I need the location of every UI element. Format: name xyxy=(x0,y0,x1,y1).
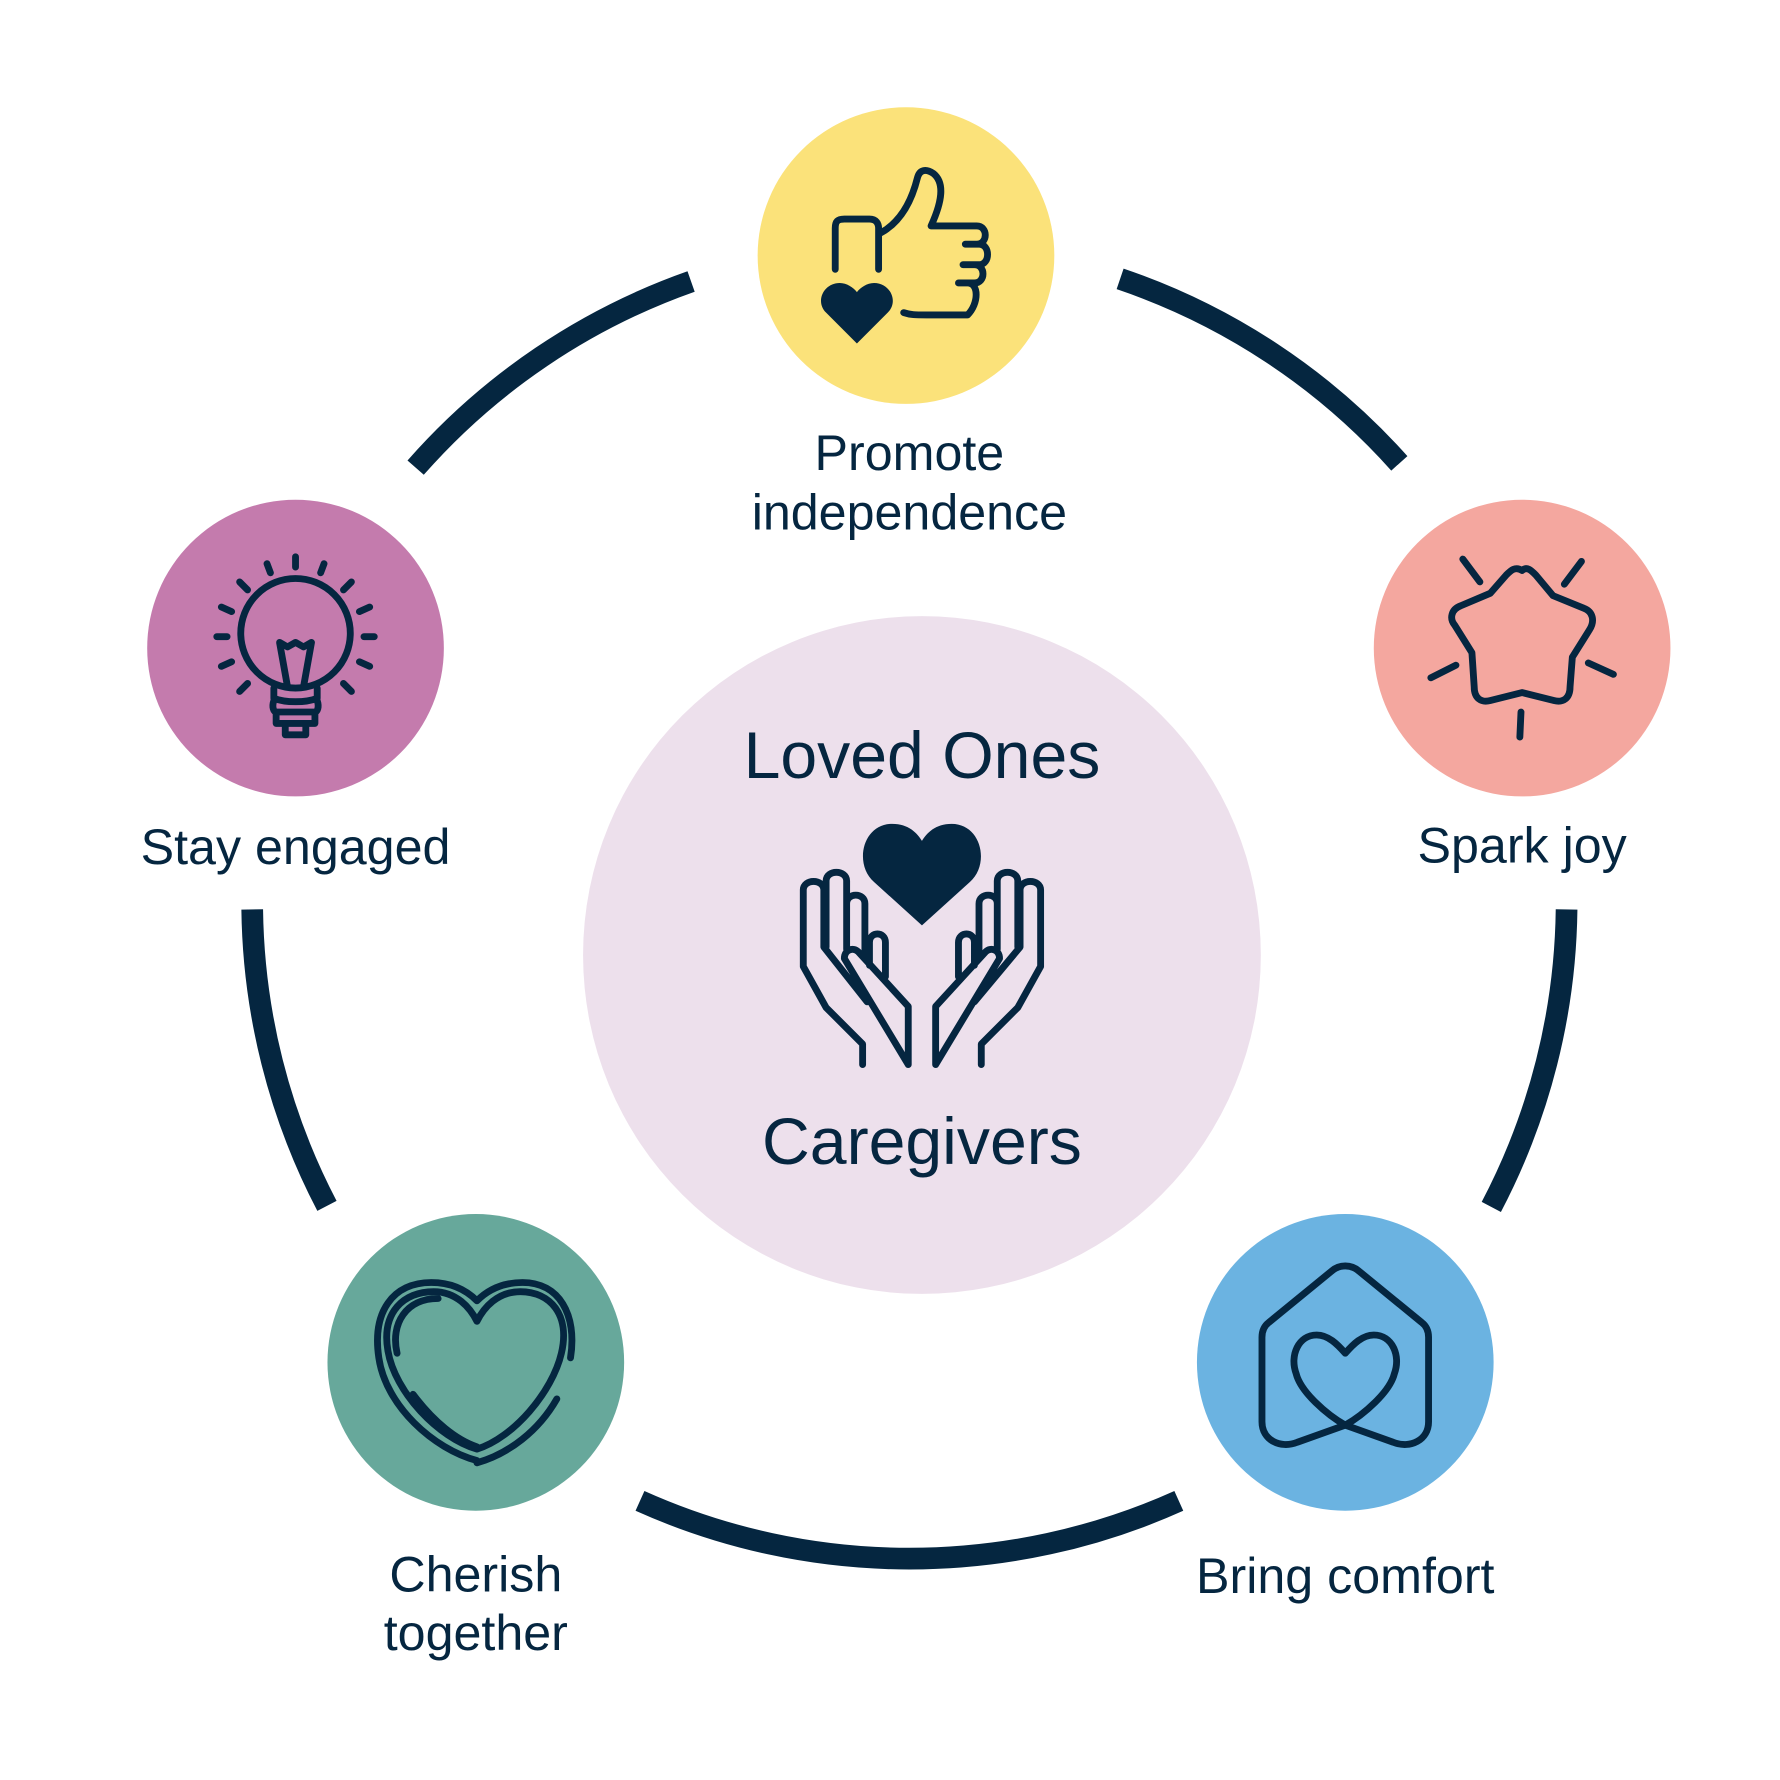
node-label: together xyxy=(384,1605,568,1661)
node-spark-joy: Spark joy xyxy=(1373,499,1671,874)
node-label: independence xyxy=(752,484,1067,540)
hands-holding-heart-icon xyxy=(799,823,1045,1068)
node-circle xyxy=(327,1214,625,1511)
center-circle xyxy=(583,616,1261,1294)
thumbs-up-heart-icon xyxy=(821,167,991,344)
center-top-label: Loved Ones xyxy=(744,719,1101,793)
star-icon xyxy=(1427,555,1617,741)
house-heart-icon xyxy=(1258,1262,1432,1448)
lightbulb-icon xyxy=(213,553,378,739)
node-label: Cherish xyxy=(389,1547,562,1603)
center-bottom-label: Caregivers xyxy=(762,1105,1082,1179)
node-cherish-together: Cherish together xyxy=(327,1214,625,1661)
node-stay-engaged: Stay engaged xyxy=(141,499,451,875)
ring-arc-segment xyxy=(407,271,695,475)
node-circle xyxy=(147,499,444,797)
node-label: Stay engaged xyxy=(141,819,451,875)
node-bring-comfort: Bring comfort xyxy=(1196,1214,1495,1604)
node-label: Promote xyxy=(815,425,1005,481)
node-label: Spark joy xyxy=(1418,818,1627,874)
node-circle xyxy=(757,107,1055,404)
node-label: Bring comfort xyxy=(1196,1548,1494,1604)
node-promote-independence: Promote independence xyxy=(752,107,1067,540)
ring-arc-segment xyxy=(1116,268,1408,471)
cycle-ring xyxy=(241,268,1578,1570)
node-circle xyxy=(1373,499,1671,797)
ring-arc-segment xyxy=(1481,909,1578,1212)
heart-icon xyxy=(374,1279,576,1467)
ring-arc-segment xyxy=(241,909,337,1211)
node-circle xyxy=(1196,1214,1494,1511)
ring-arc-segment xyxy=(635,1490,1184,1570)
